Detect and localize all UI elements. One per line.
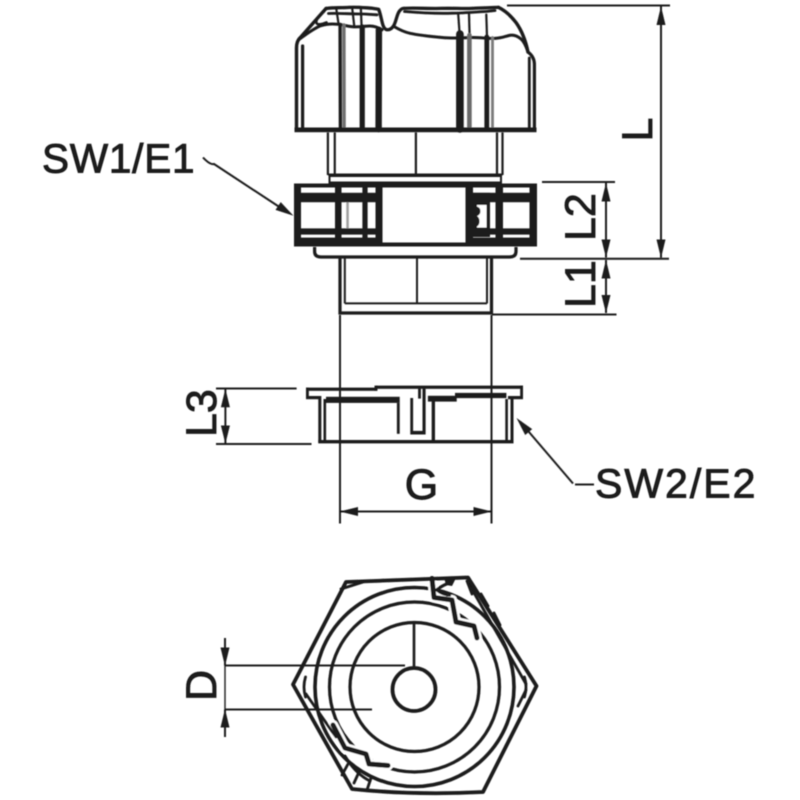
- svg-text:G: G: [405, 461, 438, 509]
- svg-text:D: D: [178, 670, 226, 701]
- svg-text:L: L: [614, 118, 662, 142]
- svg-text:SW1/E1: SW1/E1: [42, 136, 195, 182]
- svg-text:SW2/E2: SW2/E2: [595, 461, 757, 507]
- svg-text:L3: L3: [178, 389, 226, 437]
- svg-text:L1: L1: [557, 260, 605, 308]
- svg-text:L2: L2: [557, 193, 605, 241]
